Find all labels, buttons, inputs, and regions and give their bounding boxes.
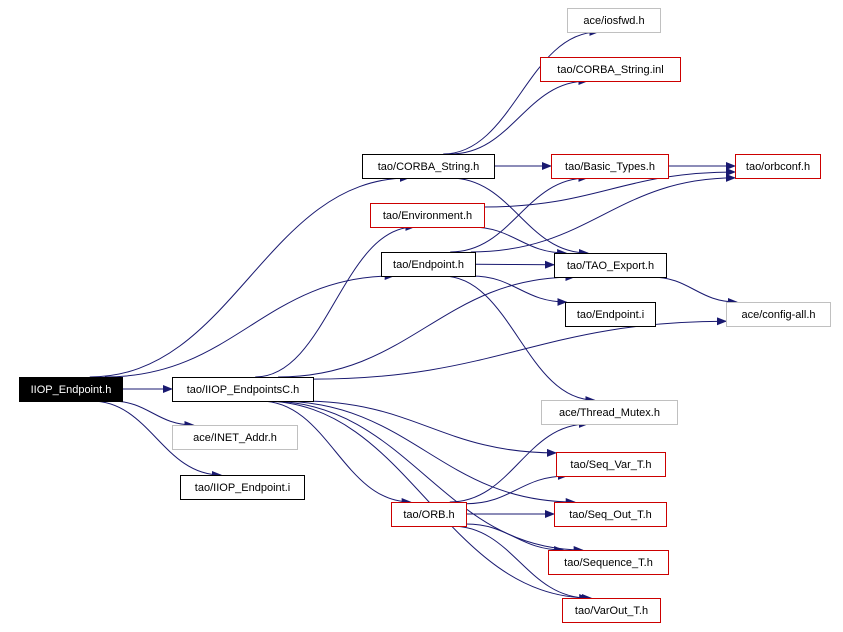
node-iosfwd-h[interactable]: ace/iosfwd.h xyxy=(567,8,661,33)
node-box xyxy=(180,475,305,500)
edge-iiop_endpointsc_h-to-config_all_h xyxy=(312,317,727,380)
node-corba-string-h[interactable]: tao/CORBA_String.h xyxy=(362,154,495,179)
node-iiop-endpoint-h[interactable]: IIOP_Endpoint.h xyxy=(19,377,123,402)
node-label: tao/CORBA_String.inl xyxy=(557,64,663,76)
edge-corba_string_h-to-tao_export_h xyxy=(450,177,589,257)
edge-corba_string_h-to-iosfwd_h xyxy=(443,28,600,155)
node-box xyxy=(391,502,467,527)
edge-endpoint_h-to-endpoint_i xyxy=(471,275,568,306)
node-label: tao/IIOP_EndpointsC.h xyxy=(187,384,300,396)
node-label: ace/config-all.h xyxy=(742,309,816,321)
edge-orb_h-to-sequence_t_h xyxy=(465,523,565,554)
edge-orb_h-to-seq_var_t_h xyxy=(465,472,568,505)
edge-orb_h-to-varout_t_h xyxy=(451,525,590,602)
edge-endpoint_h-to-thread_mutex_h xyxy=(442,275,596,404)
node-box xyxy=(540,57,681,82)
node-seq-out-t-h[interactable]: tao/Seq_Out_T.h xyxy=(554,502,667,527)
node-sequence-t-h[interactable]: tao/Sequence_T.h xyxy=(548,550,669,575)
node-label: tao/Seq_Var_T.h xyxy=(570,459,651,471)
edge-endpoint_h-to-basic_types_h xyxy=(450,174,589,253)
node-box xyxy=(554,502,667,527)
edge-iiop_endpointsc_h-to-varout_t_h xyxy=(262,400,592,602)
node-endpoint-h[interactable]: tao/Endpoint.h xyxy=(381,252,476,277)
node-label: ace/iosfwd.h xyxy=(583,15,644,27)
node-varout-t-h[interactable]: tao/VarOut_T.h xyxy=(562,598,661,623)
edge-environment_h-to-tao_export_h xyxy=(470,226,568,257)
node-label: tao/orbconf.h xyxy=(746,161,810,173)
node-box xyxy=(567,8,661,33)
node-label: tao/Environment.h xyxy=(383,210,472,222)
node-label: IIOP_Endpoint.h xyxy=(31,384,112,396)
edge-iiop_endpoint_h-to-corba_string_h xyxy=(89,174,410,378)
node-label: tao/Endpoint.h xyxy=(393,259,464,271)
node-environment-h[interactable]: tao/Environment.h xyxy=(370,203,485,228)
node-label: ace/INET_Addr.h xyxy=(193,432,277,444)
node-box xyxy=(726,302,831,327)
edge-iiop_endpointsc_h-to-sequence_t_h xyxy=(267,400,584,554)
node-box xyxy=(551,154,669,179)
node-box xyxy=(562,598,661,623)
node-label: tao/TAO_Export.h xyxy=(567,260,654,272)
edge-iiop_endpointsc_h-to-environment_h xyxy=(255,223,416,378)
node-basic-types-h[interactable]: tao/Basic_Types.h xyxy=(551,154,669,179)
node-box xyxy=(172,377,314,402)
edge-iiop_endpointsc_h-to-seq_var_t_h xyxy=(301,400,557,457)
edges-layer xyxy=(89,28,738,602)
node-tao-export-h[interactable]: tao/TAO_Export.h xyxy=(554,253,667,278)
edge-iiop_endpoint_h-to-endpoint_h xyxy=(104,272,395,378)
edge-orb_h-to-thread_mutex_h xyxy=(449,420,589,503)
node-config-all-h[interactable]: ace/config-all.h xyxy=(726,302,831,327)
node-box xyxy=(554,253,667,278)
node-box xyxy=(19,377,123,402)
node-label: tao/VarOut_T.h xyxy=(575,605,648,617)
node-label: tao/Sequence_T.h xyxy=(564,557,653,569)
node-label: tao/IIOP_Endpoint.i xyxy=(195,482,290,494)
node-iiop-endpointsc-h[interactable]: tao/IIOP_EndpointsC.h xyxy=(172,377,314,402)
node-box xyxy=(735,154,821,179)
node-seq-var-t-h[interactable]: tao/Seq_Var_T.h xyxy=(556,452,666,477)
nodes-layer: IIOP_Endpoint.h tao/IIOP_EndpointsC.h ace/… xyxy=(19,8,831,623)
node-label: tao/Endpoint.i xyxy=(577,309,644,321)
edge-iiop_endpointsc_h-to-tao_export_h xyxy=(278,273,576,378)
node-label: tao/ORB.h xyxy=(403,509,454,521)
edge-iiop_endpoint_h-to-iiop_endpoint_i xyxy=(91,400,222,479)
node-label: tao/Basic_Types.h xyxy=(565,161,655,173)
node-label: tao/Seq_Out_T.h xyxy=(569,509,652,521)
edge-endpoint_h-to-orbconf_h xyxy=(470,173,736,253)
edge-corba_string_h-to-corba_string_inl xyxy=(450,77,589,155)
node-orbconf-h[interactable]: tao/orbconf.h xyxy=(735,154,821,179)
node-box xyxy=(556,452,666,477)
edge-iiop_endpointsc_h-to-seq_out_t_h xyxy=(277,400,576,506)
node-endpoint-i[interactable]: tao/Endpoint.i xyxy=(565,302,656,327)
edge-environment_h-to-orbconf_h xyxy=(483,167,736,208)
node-box xyxy=(565,302,656,327)
node-box xyxy=(172,425,298,450)
node-label: ace/Thread_Mutex.h xyxy=(559,407,660,419)
node-box xyxy=(541,400,678,425)
node-corba-string-inl[interactable]: tao/CORBA_String.inl xyxy=(540,57,681,82)
edge-tao_export_h-to-config_all_h xyxy=(651,276,738,306)
edge-iiop_endpointsc_h-to-orb_h xyxy=(260,400,412,506)
node-box xyxy=(362,154,495,179)
node-iiop-endpoint-i[interactable]: tao/IIOP_Endpoint.i xyxy=(180,475,305,500)
edge-iiop_endpoint_h-to-inet_addr_h xyxy=(111,400,195,429)
node-orb-h[interactable]: tao/ORB.h xyxy=(391,502,467,527)
node-thread-mutex-h[interactable]: ace/Thread_Mutex.h xyxy=(541,400,678,425)
node-label: tao/CORBA_String.h xyxy=(378,161,480,173)
node-box xyxy=(381,252,476,277)
node-box xyxy=(370,203,485,228)
node-box xyxy=(548,550,669,575)
node-inet-addr-h[interactable]: ace/INET_Addr.h xyxy=(172,425,298,450)
